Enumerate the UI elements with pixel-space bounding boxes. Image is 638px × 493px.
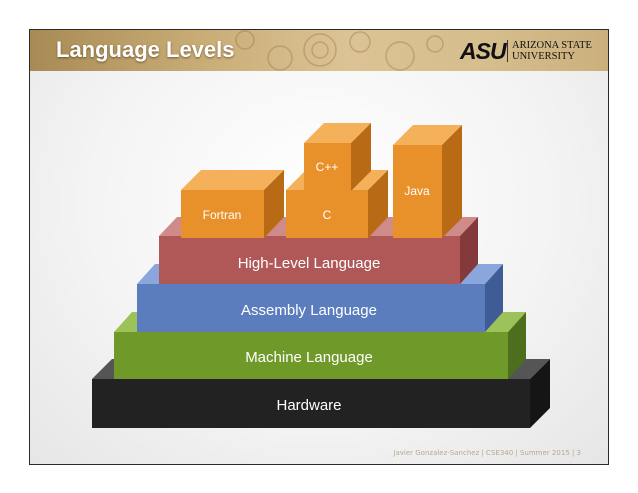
slide-header: Language Levels ASU ARIZONA STATE UNIVER… [30, 30, 608, 71]
steampunk-gears-decoration [235, 30, 444, 71]
logo-line-2: UNIVERSITY [512, 51, 575, 62]
block-fortran: Fortran [181, 170, 284, 238]
language-levels-diagram: Hardware Machine Language Assembly Langu… [92, 123, 550, 428]
layer-high-level-language-label: High-Level Language [238, 255, 381, 272]
block-java-label: Java [404, 184, 430, 198]
block-cpp: C++ [304, 123, 371, 191]
asu-logo-mark: ASU [460, 38, 507, 64]
asu-logo-wordmark: ARIZONA STATE UNIVERSITY [512, 40, 592, 62]
slide: Language Levels ASU ARIZONA STATE UNIVER… [29, 29, 609, 465]
block-cpp-label: C++ [316, 160, 339, 174]
layer-assembly-language-label: Assembly Language [241, 302, 377, 319]
logo-line-1: ARIZONA STATE [512, 40, 592, 51]
block-c-label: C [323, 208, 332, 222]
block-fortran-label: Fortran [203, 208, 242, 222]
logo-divider [507, 40, 508, 62]
layer-machine-language-label: Machine Language [245, 349, 373, 366]
layer-hardware-label: Hardware [276, 397, 341, 414]
block-java: Java [393, 125, 462, 238]
slide-title: Language Levels [56, 37, 235, 62]
slide-footer: Javier Gonzalez-Sanchez | CSE340 | Summe… [393, 449, 581, 457]
